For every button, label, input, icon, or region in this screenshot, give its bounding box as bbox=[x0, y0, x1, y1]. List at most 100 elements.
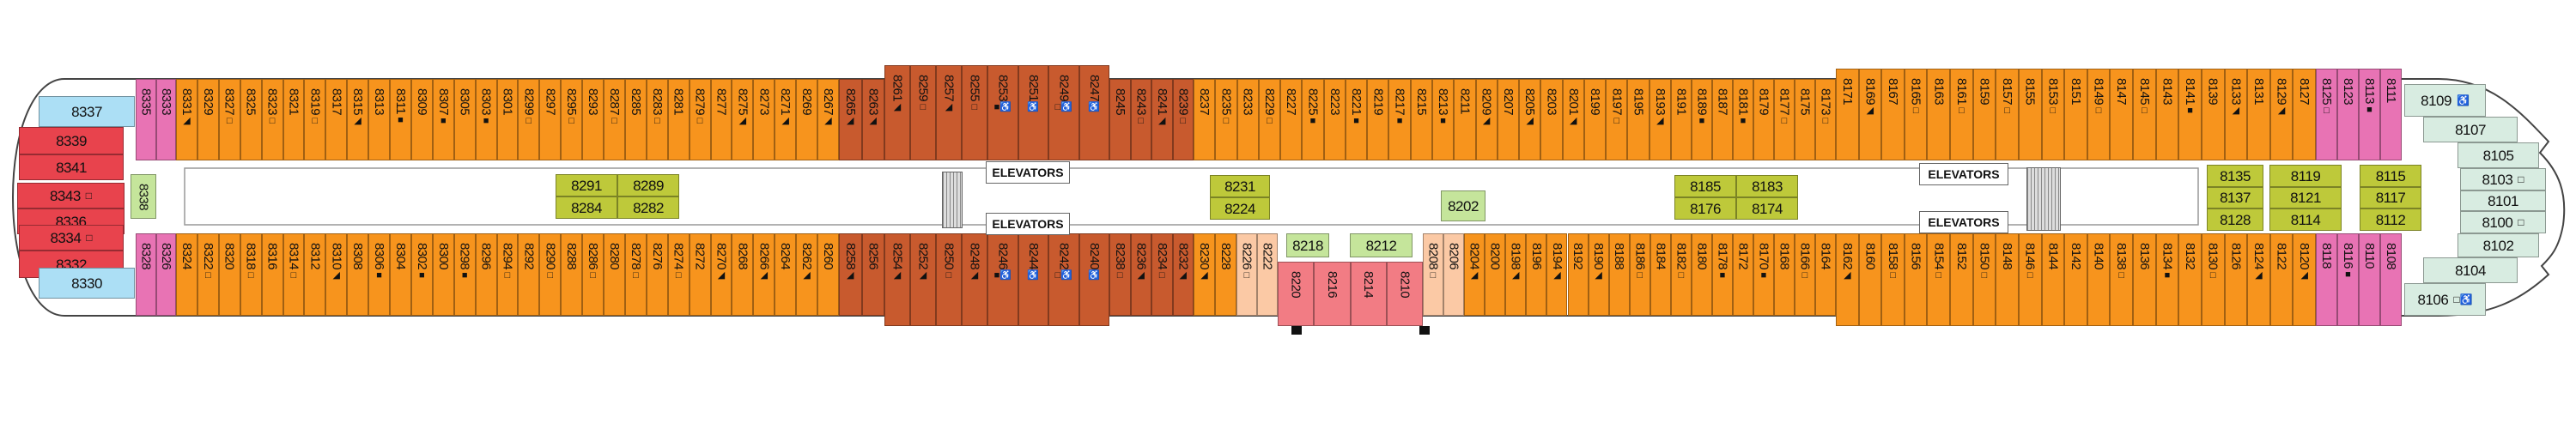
cabin-8192[interactable]: 8192 bbox=[1567, 233, 1589, 316]
cabin-8148[interactable]: 8148 bbox=[1996, 233, 2019, 326]
cabin-8143[interactable]: 8143 bbox=[2155, 69, 2179, 160]
cabin-8214[interactable]: 8214 bbox=[1350, 262, 1387, 326]
cabin-8163[interactable]: 8163 bbox=[1927, 69, 1951, 160]
cabin-8221[interactable]: 8221■ bbox=[1345, 79, 1368, 160]
cabin-8308[interactable]: 8308 bbox=[347, 233, 369, 316]
cabin-8268[interactable]: 8268 bbox=[732, 233, 754, 316]
cabin-8179[interactable]: 8179 bbox=[1753, 79, 1774, 160]
cabin-8249[interactable]: 8249□♿ bbox=[1048, 65, 1079, 160]
cabin-8267[interactable]: 8267◢ bbox=[817, 79, 839, 160]
cabin-8167[interactable]: 8167 bbox=[1881, 69, 1905, 160]
cabin-8271[interactable]: 8271◢ bbox=[775, 79, 797, 160]
cabin-8166[interactable]: 8166□ bbox=[1795, 233, 1815, 316]
cabin-8203[interactable]: 8203 bbox=[1540, 79, 1563, 160]
cabin-8195[interactable]: 8195 bbox=[1627, 79, 1649, 160]
cabin-8330[interactable]: 8330 bbox=[39, 268, 135, 299]
cabin-8202[interactable]: 8202 bbox=[1441, 190, 1485, 221]
cabin-8257[interactable]: 8257◢ bbox=[936, 65, 962, 160]
cabin-8270[interactable]: 8270◢ bbox=[710, 233, 732, 316]
cabin-8103[interactable]: 8103□ bbox=[2460, 168, 2546, 190]
cabin-8296[interactable]: 8296 bbox=[475, 233, 497, 316]
cabin-8160[interactable]: 8160 bbox=[1858, 233, 1882, 326]
cabin-8184[interactable]: 8184 bbox=[1649, 233, 1671, 316]
cabin-8194[interactable]: 8194◢ bbox=[1546, 233, 1568, 316]
cabin-8297[interactable]: 8297 bbox=[539, 79, 562, 160]
cabin-8131[interactable]: 8131 bbox=[2247, 69, 2270, 160]
cabin-8313[interactable]: 8313 bbox=[368, 79, 391, 160]
cabin-8129[interactable]: 8129◢ bbox=[2269, 69, 2293, 160]
cabin-8303[interactable]: 8303■ bbox=[475, 79, 497, 160]
cabin-8176[interactable]: 8176 bbox=[1674, 197, 1736, 220]
cabin-8285[interactable]: 8285 bbox=[624, 79, 647, 160]
cabin-8185[interactable]: 8185 bbox=[1674, 175, 1736, 197]
cabin-8215[interactable]: 8215 bbox=[1410, 79, 1432, 160]
cabin-8219[interactable]: 8219 bbox=[1367, 79, 1389, 160]
cabin-8242[interactable]: 8242□♿ bbox=[1048, 233, 1079, 326]
cabin-8126[interactable]: 8126 bbox=[2224, 233, 2248, 326]
cabin-8205[interactable]: 8205◢ bbox=[1519, 79, 1541, 160]
cabin-8187[interactable]: 8187 bbox=[1712, 79, 1733, 160]
cabin-8138[interactable]: 8138□ bbox=[2110, 233, 2134, 326]
cabin-8182[interactable]: 8182□ bbox=[1671, 233, 1692, 316]
cabin-8165[interactable]: 8165□ bbox=[1904, 69, 1928, 160]
cabin-8253[interactable]: 8253■♿ bbox=[987, 65, 1018, 160]
cabin-8111[interactable]: 8111 bbox=[2380, 69, 2402, 160]
cabin-8228[interactable]: 8228 bbox=[1215, 233, 1236, 316]
cabin-8310[interactable]: 8310◢ bbox=[325, 233, 348, 316]
cabin-8161[interactable]: 8161□ bbox=[1950, 69, 1973, 160]
cabin-8328[interactable]: 8328 bbox=[136, 233, 156, 316]
cabin-8243[interactable]: 8243□ bbox=[1130, 79, 1151, 160]
cabin-8306[interactable]: 8306■ bbox=[368, 233, 391, 316]
cabin-8128[interactable]: 8128 bbox=[2207, 208, 2263, 231]
cabin-8269[interactable]: 8269 bbox=[796, 79, 818, 160]
cabin-8279[interactable]: 8279□ bbox=[689, 79, 711, 160]
cabin-8158[interactable]: 8158□ bbox=[1881, 233, 1905, 326]
cabin-8107[interactable]: 8107 bbox=[2423, 117, 2518, 142]
cabin-8256[interactable]: 8256 bbox=[861, 233, 884, 316]
cabin-8186[interactable]: 8186□ bbox=[1629, 233, 1650, 316]
cabin-8320[interactable]: 8320 bbox=[218, 233, 240, 316]
cabin-8246[interactable]: 8246■♿ bbox=[987, 233, 1018, 326]
cabin-8233[interactable]: 8233 bbox=[1236, 79, 1259, 160]
cabin-8307[interactable]: 8307■ bbox=[432, 79, 454, 160]
cabin-8304[interactable]: 8304 bbox=[390, 233, 411, 316]
cabin-8132[interactable]: 8132 bbox=[2178, 233, 2202, 326]
cabin-8199[interactable]: 8199 bbox=[1583, 79, 1607, 160]
cabin-8115[interactable]: 8115 bbox=[2360, 165, 2421, 187]
cabin-8145[interactable]: 8145□ bbox=[2133, 69, 2156, 160]
cabin-8236[interactable]: 8236◢ bbox=[1130, 233, 1151, 316]
cabin-8248[interactable]: 8248◢ bbox=[962, 233, 987, 326]
cabin-8134[interactable]: 8134■ bbox=[2155, 233, 2179, 326]
cabin-8193[interactable]: 8193◢ bbox=[1649, 79, 1671, 160]
cabin-8137[interactable]: 8137 bbox=[2207, 187, 2263, 208]
cabin-8329[interactable]: 8329 bbox=[197, 79, 219, 160]
cabin-8220[interactable]: 8220 bbox=[1278, 262, 1315, 326]
cabin-8335[interactable]: 8335 bbox=[136, 79, 156, 160]
cabin-8123[interactable]: 8123 bbox=[2337, 69, 2359, 160]
cabin-8319[interactable]: 8319□ bbox=[304, 79, 326, 160]
cabin-8213[interactable]: 8213■ bbox=[1432, 79, 1455, 160]
cabin-8338[interactable]: 8338 bbox=[131, 174, 156, 219]
cabin-8312[interactable]: 8312 bbox=[304, 233, 326, 316]
cabin-8254[interactable]: 8254◢ bbox=[884, 233, 910, 326]
cabin-8235[interactable]: 8235□ bbox=[1215, 79, 1237, 160]
cabin-8286[interactable]: 8286□ bbox=[582, 233, 605, 316]
cabin-8180[interactable]: 8180 bbox=[1692, 233, 1712, 316]
cabin-8281[interactable]: 8281 bbox=[667, 79, 690, 160]
cabin-8262[interactable]: 8262◢ bbox=[796, 233, 818, 316]
cabin-8120[interactable]: 8120◢ bbox=[2293, 233, 2316, 326]
cabin-8292[interactable]: 8292 bbox=[518, 233, 540, 316]
cabin-8223[interactable]: 8223 bbox=[1323, 79, 1346, 160]
cabin-8252[interactable]: 8252◢ bbox=[910, 233, 936, 326]
cabin-8150[interactable]: 8150□ bbox=[1972, 233, 1996, 326]
cabin-8273[interactable]: 8273 bbox=[753, 79, 775, 160]
cabin-8245[interactable]: 8245 bbox=[1109, 79, 1131, 160]
cabin-8311[interactable]: 8311■ bbox=[390, 79, 411, 160]
cabin-8118[interactable]: 8118 bbox=[2316, 233, 2337, 326]
cabin-8183[interactable]: 8183 bbox=[1736, 175, 1798, 197]
cabin-8305[interactable]: 8305 bbox=[453, 79, 476, 160]
cabin-8217[interactable]: 8217■ bbox=[1388, 79, 1411, 160]
cabin-8162[interactable]: 8162◢ bbox=[1836, 233, 1859, 326]
cabin-8124[interactable]: 8124◢ bbox=[2247, 233, 2270, 326]
cabin-8140[interactable]: 8140 bbox=[2087, 233, 2111, 326]
